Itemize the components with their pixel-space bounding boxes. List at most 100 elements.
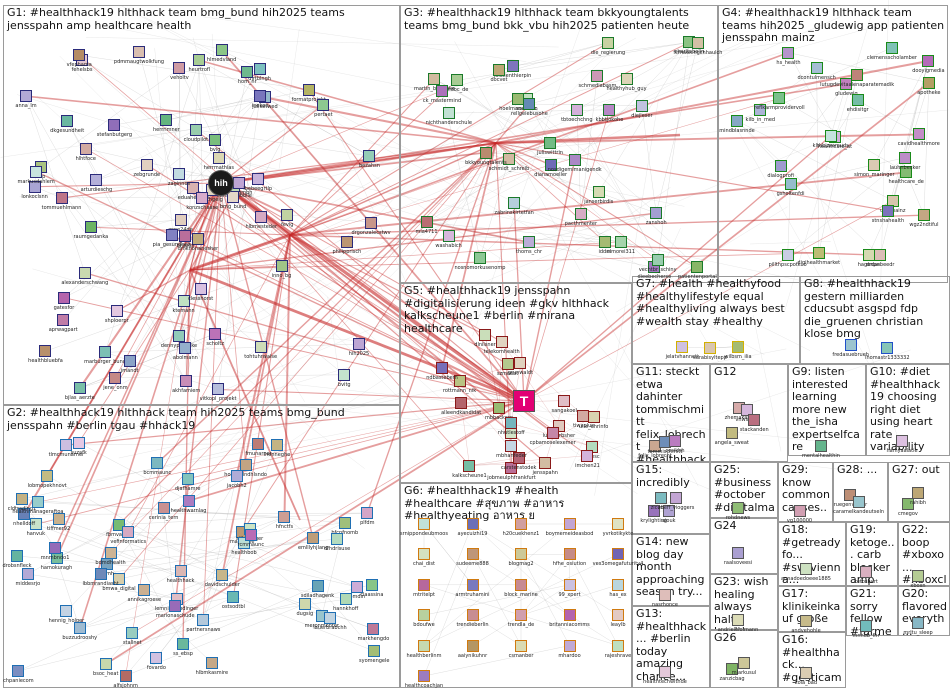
node-avatar[interactable] xyxy=(209,134,221,146)
node-avatar[interactable] xyxy=(276,260,288,272)
node-avatar[interactable] xyxy=(463,460,475,472)
node-avatar[interactable] xyxy=(912,617,924,629)
node-avatar[interactable] xyxy=(109,372,121,384)
node-avatar[interactable] xyxy=(508,197,520,209)
node-avatar[interactable] xyxy=(299,598,311,610)
node-avatar[interactable] xyxy=(615,236,627,248)
node-avatar[interactable] xyxy=(732,502,744,514)
node-avatar[interactable] xyxy=(493,64,505,76)
node-avatar[interactable] xyxy=(800,563,812,575)
node-avatar[interactable] xyxy=(241,66,253,78)
node-avatar[interactable] xyxy=(588,411,600,423)
node-avatar[interactable] xyxy=(73,437,85,449)
node-avatar[interactable] xyxy=(108,119,120,131)
node-avatar[interactable] xyxy=(193,54,205,66)
node-avatar[interactable] xyxy=(312,580,324,592)
node-avatar[interactable] xyxy=(160,114,172,126)
node-avatar[interactable] xyxy=(815,440,827,452)
node-avatar[interactable] xyxy=(90,174,102,186)
node-avatar[interactable] xyxy=(317,99,329,111)
node-avatar[interactable] xyxy=(124,355,136,367)
node-avatar[interactable] xyxy=(659,666,671,678)
node-avatar[interactable] xyxy=(505,440,517,452)
node-avatar[interactable] xyxy=(800,615,812,627)
node-avatar[interactable] xyxy=(813,247,825,259)
node-avatar[interactable] xyxy=(544,137,556,149)
node-avatar[interactable] xyxy=(341,236,353,248)
node-avatar[interactable] xyxy=(782,249,794,261)
node-avatar[interactable] xyxy=(493,402,505,414)
node-avatar[interactable] xyxy=(418,609,430,621)
node-avatar[interactable] xyxy=(428,73,440,85)
node-avatar[interactable] xyxy=(467,518,479,530)
node-avatar[interactable] xyxy=(141,159,153,171)
node-avatar[interactable] xyxy=(340,593,352,605)
node-avatar[interactable] xyxy=(782,47,794,59)
node-avatar[interactable] xyxy=(175,214,187,226)
node-avatar[interactable] xyxy=(603,104,615,116)
node-avatar[interactable] xyxy=(105,547,117,559)
node-avatar[interactable] xyxy=(99,346,111,358)
node-avatar[interactable] xyxy=(507,60,519,72)
node-avatar[interactable] xyxy=(158,502,170,514)
node-avatar[interactable] xyxy=(58,292,70,304)
node-avatar[interactable] xyxy=(676,341,688,353)
node-avatar[interactable] xyxy=(60,605,72,617)
node-avatar[interactable] xyxy=(16,493,28,505)
node-avatar[interactable] xyxy=(443,230,455,242)
node-avatar[interactable] xyxy=(800,667,812,679)
node-avatar[interactable] xyxy=(514,357,526,369)
node-avatar[interactable] xyxy=(177,638,189,650)
node-avatar[interactable] xyxy=(173,168,185,180)
node-avatar[interactable] xyxy=(418,640,430,652)
node-avatar[interactable] xyxy=(515,609,527,621)
node-avatar[interactable] xyxy=(421,216,433,228)
node-avatar[interactable] xyxy=(571,104,583,116)
node-avatar[interactable] xyxy=(151,457,163,469)
node-avatar[interactable] xyxy=(851,69,863,81)
node-avatar[interactable] xyxy=(738,657,750,669)
node-avatar[interactable] xyxy=(190,124,202,136)
node-avatar[interactable] xyxy=(515,518,527,530)
node-avatar[interactable] xyxy=(324,612,336,624)
node-avatar[interactable] xyxy=(922,55,934,67)
node-avatar[interactable] xyxy=(12,665,24,677)
node-avatar[interactable] xyxy=(564,609,576,621)
node-avatar[interactable] xyxy=(255,341,267,353)
node-avatar[interactable] xyxy=(307,532,319,544)
node-avatar[interactable] xyxy=(467,579,479,591)
node-avatar[interactable] xyxy=(11,550,23,562)
node-avatar[interactable] xyxy=(166,229,178,241)
node-avatar[interactable] xyxy=(245,529,257,541)
node-avatar[interactable] xyxy=(339,517,351,529)
node-avatar[interactable] xyxy=(467,548,479,560)
node-avatar[interactable] xyxy=(213,152,225,164)
node-avatar[interactable] xyxy=(150,652,162,664)
node-avatar[interactable] xyxy=(599,236,611,248)
node-avatar[interactable] xyxy=(331,533,343,545)
node-avatar[interactable] xyxy=(368,645,380,657)
node-avatar[interactable] xyxy=(255,211,267,223)
node-avatar[interactable] xyxy=(271,439,283,451)
node-avatar[interactable] xyxy=(61,115,73,127)
node-avatar[interactable] xyxy=(726,427,738,439)
node-avatar[interactable] xyxy=(60,439,72,451)
node-avatar[interactable] xyxy=(581,450,593,462)
node-avatar[interactable] xyxy=(575,208,587,220)
node-avatar[interactable] xyxy=(22,568,34,580)
node-avatar[interactable] xyxy=(32,496,44,508)
node-avatar[interactable] xyxy=(49,542,61,554)
node-avatar[interactable] xyxy=(227,591,239,603)
node-avatar[interactable] xyxy=(122,526,134,538)
node-avatar[interactable] xyxy=(138,584,150,596)
node-avatar[interactable] xyxy=(179,230,191,242)
node-avatar[interactable] xyxy=(479,329,491,341)
node-avatar[interactable] xyxy=(39,345,51,357)
node-avatar[interactable] xyxy=(691,261,703,273)
node-avatar[interactable] xyxy=(353,338,365,350)
node-avatar[interactable] xyxy=(612,609,624,621)
node-avatar[interactable] xyxy=(100,658,112,670)
node-avatar[interactable] xyxy=(133,46,145,58)
node-avatar[interactable] xyxy=(515,548,527,560)
node-avatar[interactable] xyxy=(794,505,806,517)
